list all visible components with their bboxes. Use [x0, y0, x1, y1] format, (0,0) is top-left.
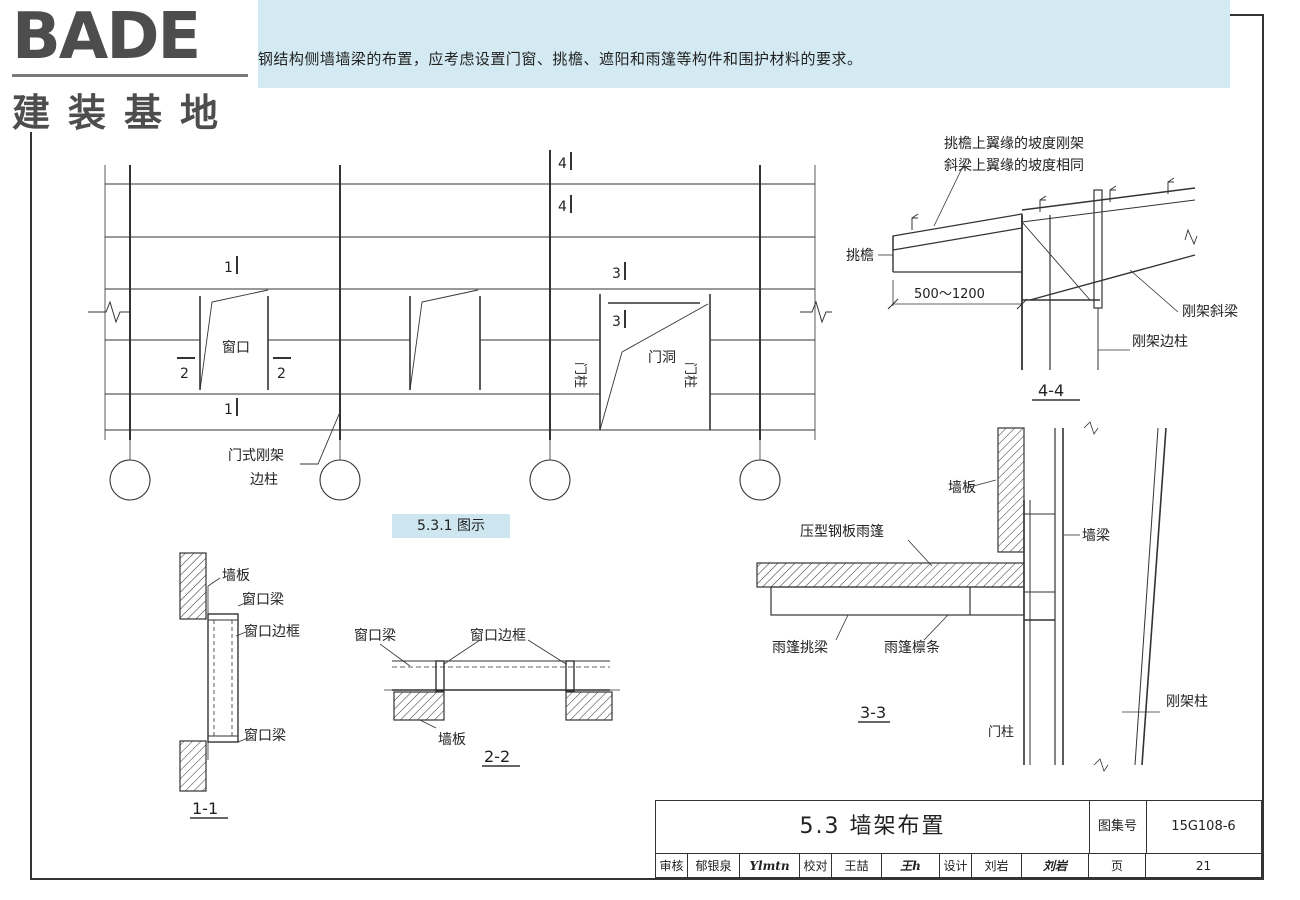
reviewer-name: 郁银泉	[688, 854, 740, 878]
detail-1-1-wall-panel-label: 墙板	[222, 568, 250, 584]
detail-2-2	[379, 639, 620, 767]
atlas-label: 图集号	[1089, 801, 1147, 853]
logo-latin: BADE	[12, 0, 201, 74]
mark-2-right: 2	[277, 366, 286, 382]
review-label: 审核	[656, 854, 688, 878]
door-column-label: 门柱	[988, 725, 1014, 740]
design-label: 设计	[940, 854, 972, 878]
reviewer-signature: Ylmtn	[740, 854, 800, 878]
detail-1-1-window-beam-bottom-label: 窗口梁	[244, 727, 286, 744]
mark-3-bottom: 3	[612, 314, 621, 330]
checker-name: 王喆	[832, 854, 882, 878]
canopy-label: 压型钢板雨篷	[800, 524, 884, 540]
designer-signature: 刘岩	[1022, 854, 1089, 878]
check-label: 校对	[800, 854, 832, 878]
window-label: 窗口	[222, 339, 250, 356]
mark-3-top: 3	[612, 266, 621, 282]
checker-signature: 王h	[882, 854, 940, 878]
watermark-logo: BADE 建装基地	[0, 0, 258, 135]
title-block-signature-row: 审核 郁银泉 Ylmtn 校对 王喆 王h 设计 刘岩 刘岩 页 21	[656, 853, 1261, 878]
figure-caption: 5.3.1 图示	[392, 514, 510, 538]
designer-name: 刘岩	[972, 854, 1022, 878]
frame-column-label-line2: 边柱	[250, 472, 278, 488]
eave-label: 挑檐	[846, 248, 874, 264]
atlas-number: 15G108-6	[1171, 819, 1236, 834]
door-label: 门洞	[648, 350, 676, 366]
frame-column-label: 刚架柱	[1166, 694, 1208, 710]
edge-column-label: 刚架边柱	[1132, 334, 1188, 350]
clause-text: 5.3.1 门式刚架轻型房屋钢结构侧墙墙梁的布置，应考虑设置门窗、挑檐、遮阳和雨…	[88, 50, 863, 68]
detail-4-4	[878, 159, 1198, 401]
detail-2-2-wall-panel-label: 墙板	[438, 732, 466, 748]
elevation-view	[88, 150, 832, 501]
frame-column-label-line1: 门式刚架	[228, 448, 284, 464]
canopy-purlin-label: 雨篷檩条	[884, 639, 940, 656]
eave-dimension: 500～1200	[914, 287, 985, 302]
detail-4-4-note-line1: 挑檐上翼缘的坡度刚架	[944, 136, 1084, 152]
door-frame-right-label: 门柱	[682, 362, 697, 388]
door-frame-left-label: 门柱	[572, 362, 587, 388]
detail-4-4-note-line2: 斜梁上翼缘的坡度相同	[944, 158, 1084, 174]
detail-1-1-title: 1-1	[192, 799, 218, 818]
detail-1-1-window-frame-label: 窗口边框	[244, 623, 300, 640]
girt-label: 墙梁	[1082, 528, 1110, 544]
mark-4-bottom: 4	[558, 199, 567, 215]
detail-1-1	[179, 552, 249, 819]
mark-2-left: 2	[180, 366, 189, 382]
title-block: 5.3 墙架布置 图集号 15G108-6 审核 郁银泉 Ylmtn 校对 王喆…	[655, 800, 1262, 878]
logo-rule	[12, 74, 248, 77]
detail-3-3-title: 3-3	[860, 703, 886, 722]
rafter-label: 刚架斜梁	[1182, 304, 1238, 320]
mark-1-top: 1	[224, 260, 233, 276]
page-label: 页	[1089, 854, 1146, 878]
title-block-title: 5.3 墙架布置	[656, 801, 1090, 853]
mark-4-top: 4	[558, 156, 567, 172]
detail-2-2-window-beam-label: 窗口梁	[354, 627, 396, 644]
logo-cjk: 建装基地	[12, 91, 237, 135]
detail-3-3	[756, 421, 1167, 772]
detail-1-1-window-beam-top-label: 窗口梁	[242, 591, 284, 608]
detail-2-2-title: 2-2	[484, 747, 510, 766]
mark-1-bottom: 1	[224, 402, 233, 418]
detail-2-2-window-frame-label: 窗口边框	[470, 627, 526, 644]
page-number: 21	[1195, 859, 1212, 873]
detail-3-3-wall-panel-label: 墙板	[948, 480, 976, 496]
detail-4-4-title: 4-4	[1038, 381, 1064, 400]
canopy-beam-label: 雨篷挑梁	[772, 640, 828, 656]
